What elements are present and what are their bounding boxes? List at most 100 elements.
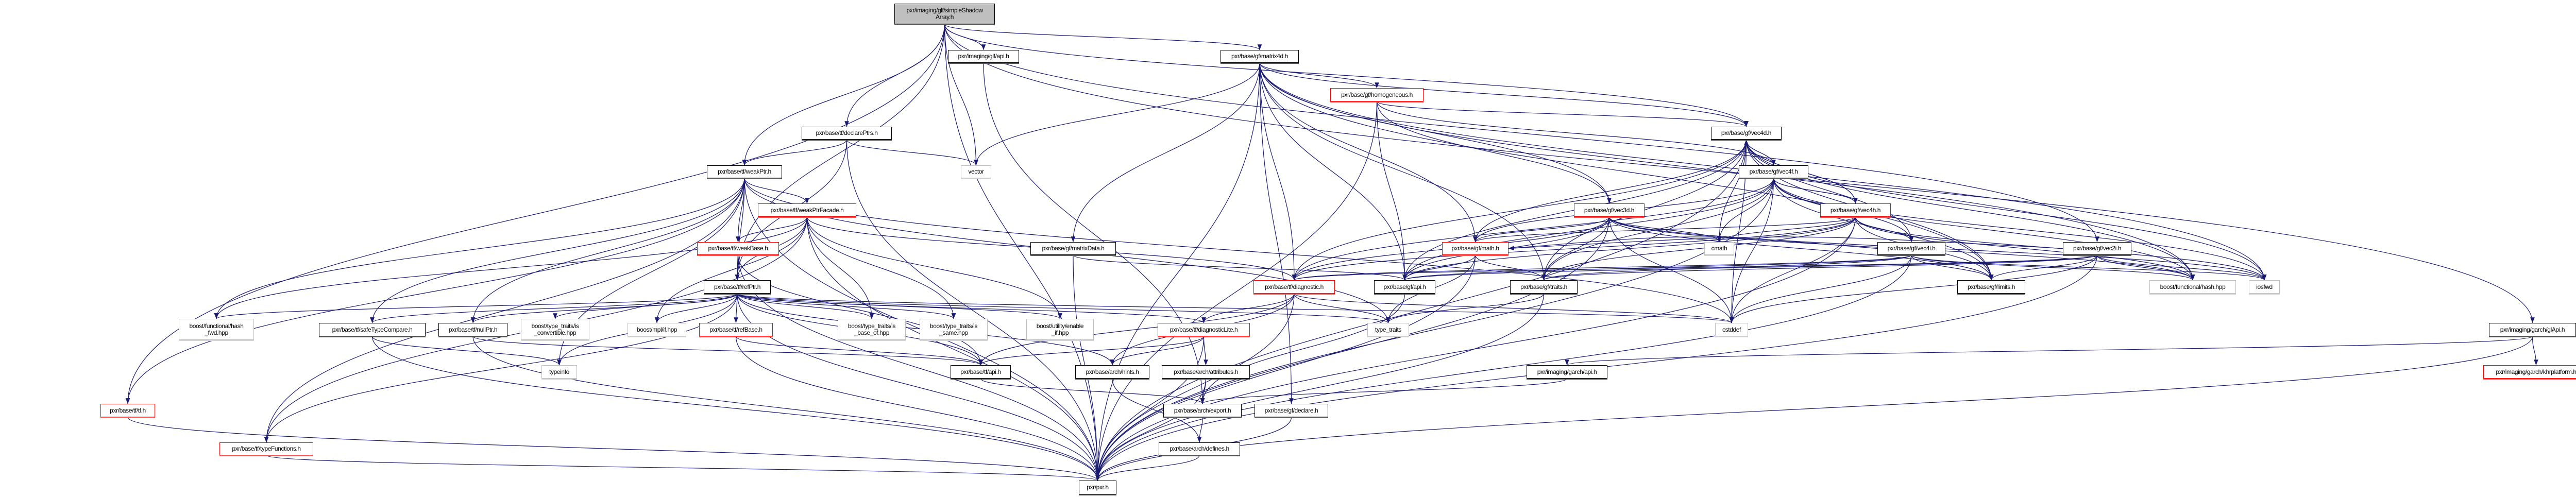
graph-node-homog[interactable]: pxr/base/gf/homogeneous.h: [1330, 88, 1423, 101]
edge-nullPtr-to-tfapi: [472, 336, 983, 366]
graph-node-vec4f[interactable]: pxr/base/gf/vec4f.h: [1739, 165, 1808, 178]
graph-node-vec4i[interactable]: pxr/base/gf/vec4i.h: [1877, 242, 1945, 255]
edge-vec4f-to-diagnostic: [1292, 178, 1774, 281]
edge-refPtr-to-cstddef: [737, 293, 1734, 323]
graph-node-typetraits[interactable]: type_traits: [1367, 323, 1409, 336]
graph-node-nullPtr[interactable]: pxr/base/tf/nullPtr.h: [438, 323, 507, 336]
graph-node-pxr[interactable]: pxr/pxr.h: [1079, 481, 1116, 494]
edge-vec4i-to-hash: [1911, 254, 2195, 281]
graph-node-enableif[interactable]: boost/utility/enable _if.hpp: [1026, 319, 1094, 340]
graph-node-matrixData[interactable]: pxr/base/gf/matrixData.h: [1030, 242, 1116, 255]
graph-node-cmath[interactable]: cmath: [1704, 242, 1734, 255]
graph-node-garchapi[interactable]: pxr/imaging/garch/api.h: [1527, 365, 1607, 379]
graph-node-declarePtrs[interactable]: pxr/base/tf/declarePtrs.h: [802, 127, 892, 140]
edge-ssa-to-vector: [944, 24, 978, 166]
edge-ssa-to-refPtr: [735, 24, 945, 281]
edge-refPtr-to-issame: [737, 293, 956, 319]
graph-node-hashfwd[interactable]: boost/functional/hash _fwd.hpp: [179, 319, 254, 340]
edge-weakPtr-to-nullPtr: [470, 178, 745, 323]
graph-node-limits[interactable]: pxr/base/gf/limits.h: [1957, 280, 2025, 294]
graph-node-diagLite[interactable]: pxr/base/tf/diagnosticLite.h: [1158, 323, 1250, 336]
edge-m4d-to-diagnostic: [1259, 62, 1297, 281]
edge-refPtr-to-typetraits: [737, 293, 1391, 323]
graph-node-typeinfo[interactable]: typeinfo: [541, 365, 577, 379]
graph-node-attributes[interactable]: pxr/base/arch/attributes.h: [1162, 365, 1250, 379]
graph-node-issame[interactable]: boost/type_traits/is _same.hpp: [920, 319, 988, 340]
graph-node-refPtr[interactable]: pxr/base/tf/refPtr.h: [704, 280, 771, 294]
edge-weakPtrFacade-to-pxr: [806, 216, 1100, 481]
graph-node-traits[interactable]: pxr/base/gf/traits.h: [1510, 280, 1578, 294]
edge-vec2i-to-gfapi: [1402, 254, 2098, 281]
edge-m4d-to-homog: [1259, 62, 1379, 89]
edge-vec4f-to-hash: [1773, 178, 2195, 281]
graph-node-khr[interactable]: pxr/imaging/garch/khrplatform.h: [2483, 365, 2576, 379]
edge-ssa-to-vec2i: [944, 24, 2099, 243]
graph-node-diagnostic[interactable]: pxr/base/tf/diagnostic.h: [1253, 280, 1335, 294]
edge-weakBase-to-pxr: [737, 254, 1100, 481]
edge-homog-to-vec3d: [1376, 101, 1612, 204]
edge-vec2i-to-cstddef: [1729, 254, 2098, 323]
edge-refPtr-to-safeTC: [370, 293, 738, 323]
edge-m4d-to-pxr: [1095, 62, 1260, 481]
graph-node-declare[interactable]: pxr/base/gf/declare.h: [1255, 404, 1328, 417]
graph-node-weakBase[interactable]: pxr/base/tf/weakBase.h: [697, 242, 779, 255]
edge-math-to-gfapi: [1402, 254, 1476, 281]
graph-node-ssa[interactable]: pxr/imaging/glf/simpleShadow Array.h: [894, 4, 995, 24]
graph-node-vector[interactable]: vector: [961, 165, 991, 178]
edge-weakPtrFacade-to-issame: [806, 216, 956, 319]
edge-refPtr-to-isbase: [737, 293, 874, 319]
graph-node-cstddef[interactable]: cstddef: [1715, 323, 1748, 336]
graph-node-defines[interactable]: pxr/base/arch/defines.h: [1159, 442, 1240, 455]
edge-glApi-to-garchapi: [1565, 336, 2533, 366]
graph-node-hints[interactable]: pxr/base/arch/hints.h: [1075, 365, 1149, 379]
graph-node-tfapi[interactable]: pxr/base/tf/api.h: [951, 365, 1011, 379]
edge-vec4d-to-vec4i: [1745, 139, 1914, 243]
graph-node-m4d[interactable]: pxr/base/gf/matrix4d.h: [1221, 50, 1299, 63]
edge-matrixData-to-gfapi: [1073, 254, 1407, 281]
edge-gfapi-to-export: [1200, 293, 1405, 404]
edge-vec4d-to-diagnostic: [1292, 139, 1747, 281]
edge-glApi-to-khr: [2532, 336, 2538, 366]
graph-node-typeFunctions[interactable]: pxr/base/tf/typeFunctions.h: [219, 442, 313, 455]
graph-node-mplif[interactable]: boost/mpl/if.hpp: [628, 323, 686, 336]
graph-node-vec4h[interactable]: pxr/base/gf/vec4h.h: [1820, 203, 1891, 217]
graph-node-math[interactable]: pxr/base/gf/math.h: [1442, 242, 1509, 255]
edge-vec4h-to-pxr: [1095, 216, 1856, 481]
edge-vec4h-to-gfapi: [1402, 216, 1856, 281]
graph-node-glfapi[interactable]: pxr/imaging/glf/api.h: [948, 50, 1019, 63]
edge-garchapi-to-export: [1200, 378, 1568, 404]
graph-node-vec4d[interactable]: pxr/base/gf/vec4d.h: [1711, 127, 1782, 140]
graph-node-vec2i[interactable]: pxr/base/gf/vec2i.h: [2063, 242, 2131, 255]
graph-node-isbase[interactable]: boost/type_traits/is _base_of.hpp: [838, 319, 906, 340]
graph-node-glApi[interactable]: pxr/imaging/garch/glApi.h: [2489, 323, 2576, 336]
edge-ssa-to-pxr: [944, 24, 1100, 481]
edge-safeTC-to-pxr: [371, 336, 1100, 481]
edge-weakPtrFacade-to-weakBase: [736, 216, 808, 243]
edge-vec3d-to-cstddef: [1608, 216, 1734, 323]
edge-weakBase-to-tfapi: [737, 254, 983, 366]
edge-tfapi-to-export: [980, 378, 1205, 404]
edge-vec4i-to-diagnostic: [1292, 254, 1912, 281]
edge-vec4i-to-iosfwd: [1911, 254, 2267, 281]
edge-traits-to-pxr: [1095, 293, 1545, 481]
graph-node-tfh[interactable]: pxr/base/tf/tf.h: [100, 404, 155, 417]
edge-m4d-to-traits: [1259, 62, 1546, 281]
edge-diagLite-to-tfapi: [978, 336, 1205, 366]
graph-node-gfapi[interactable]: pxr/base/gf/api.h: [1374, 280, 1435, 294]
graph-node-isconv[interactable]: boost/type_traits/is _convertible.hpp: [521, 319, 589, 340]
edge-vec4d-to-cmath: [1717, 139, 1747, 243]
edge-diagLite-to-hints: [1110, 336, 1205, 366]
graph-node-safeTC[interactable]: pxr/base/tf/safeTypeCompare.h: [319, 323, 426, 336]
edge-vec4h-to-hash: [1855, 216, 2195, 281]
edge-safeTC-to-typeinfo: [371, 336, 562, 366]
edge-m4d-to-gfapi: [1259, 62, 1407, 281]
graph-node-iosfwd[interactable]: iosfwd: [2249, 280, 2280, 294]
graph-node-vec3d[interactable]: pxr/base/gf/vec3d.h: [1574, 203, 1645, 217]
edge-weakPtr-to-safeTC: [370, 178, 745, 323]
graph-node-weakPtrFacade[interactable]: pxr/base/tf/weakPtrFacade.h: [758, 203, 856, 217]
graph-node-export[interactable]: pxr/base/arch/export.h: [1163, 404, 1242, 417]
graph-node-weakPtr[interactable]: pxr/base/tf/weakPtr.h: [707, 165, 782, 178]
graph-node-refBase[interactable]: pxr/base/tf/refBase.h: [699, 323, 773, 336]
graph-node-hash[interactable]: boost/functional/hash.hpp: [2149, 280, 2236, 294]
edge-vec2i-to-diagnostic: [1292, 254, 2098, 281]
